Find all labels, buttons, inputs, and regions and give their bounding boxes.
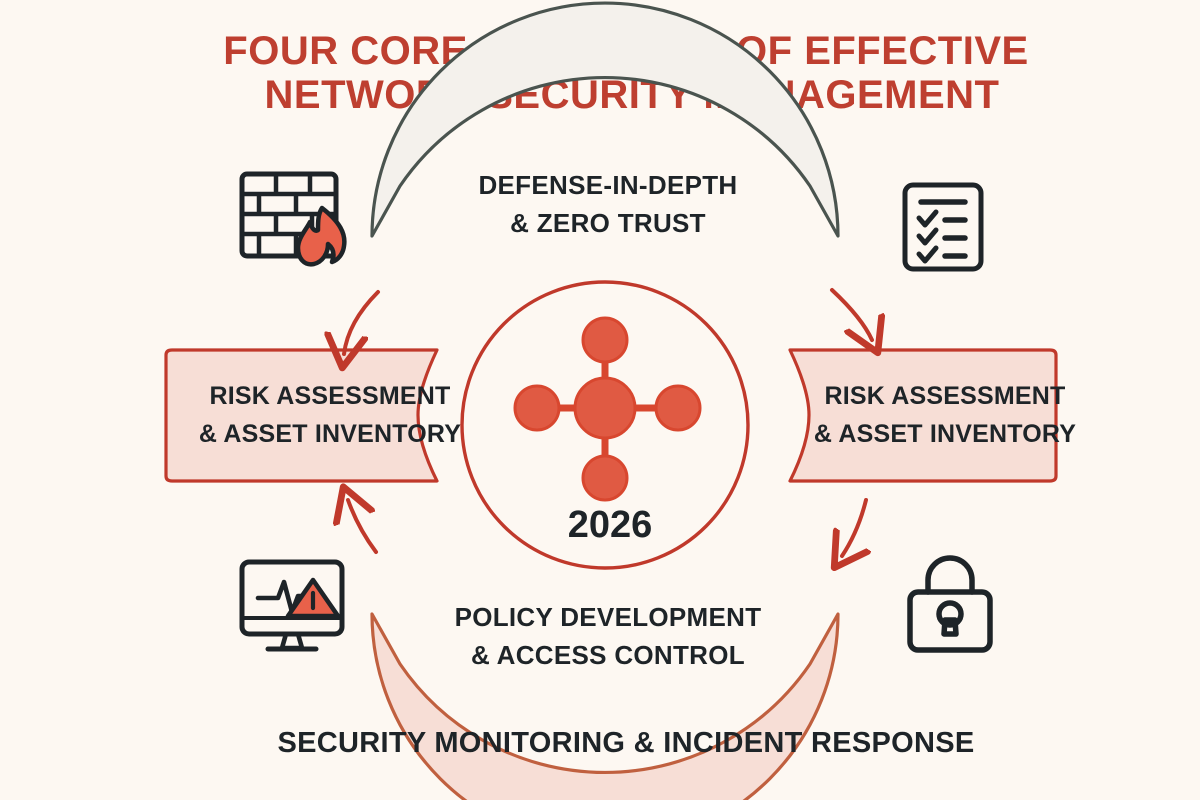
box-right-line-1: RISK ASSESSMENT	[824, 382, 1065, 410]
band-defense-in-depth[interactable]: DEFENSE-IN-DEPTH & ZERO TRUST	[370, 1, 840, 238]
band-bottom-line-1: POLICY DEVELOPMENT	[455, 602, 762, 632]
band-top-line-1: DEFENSE-IN-DEPTH	[478, 170, 737, 200]
checklist-icon	[902, 182, 984, 272]
arrow-top-left	[344, 290, 380, 354]
box-left-line-2: & ASSET INVENTORY	[199, 420, 461, 448]
arrow-bottom-left	[348, 500, 378, 554]
network-hub-icon	[513, 316, 702, 502]
box-left-line-1: RISK ASSESSMENT	[209, 382, 450, 410]
box-right-line-2: & ASSET INVENTORY	[814, 420, 1076, 448]
arrow-bottom-right	[842, 498, 866, 556]
band-policy-development[interactable]: POLICY DEVELOPMENT & ACCESS CONTROL	[370, 602, 840, 800]
firewall-flame-icon	[239, 171, 347, 267]
band-top-line-2: & ZERO TRUST	[510, 208, 706, 238]
box-right-shape	[788, 348, 1058, 483]
monitor-alert-icon	[239, 559, 345, 652]
band-top-shape	[370, 1, 840, 238]
box-risk-assessment-left[interactable]: RISK ASSESSMENT & ASSET INVENTORY	[164, 348, 461, 483]
padlock-icon	[907, 555, 993, 653]
box-risk-assessment-right[interactable]: RISK ASSESSMENT & ASSET INVENTORY	[788, 348, 1076, 483]
box-left-shape	[164, 348, 439, 483]
arrow-top-right	[830, 288, 872, 340]
center-hub[interactable]: 2026	[460, 280, 750, 570]
band-bottom-line-2: & ACCESS CONTROL	[471, 640, 745, 670]
center-year-label: 2026	[568, 504, 653, 546]
flow-arrows	[344, 288, 872, 556]
footer-caption: SECURITY MONITORING & INCIDENT RESPONSE	[277, 727, 974, 759]
band-bottom-shape	[370, 612, 840, 800]
